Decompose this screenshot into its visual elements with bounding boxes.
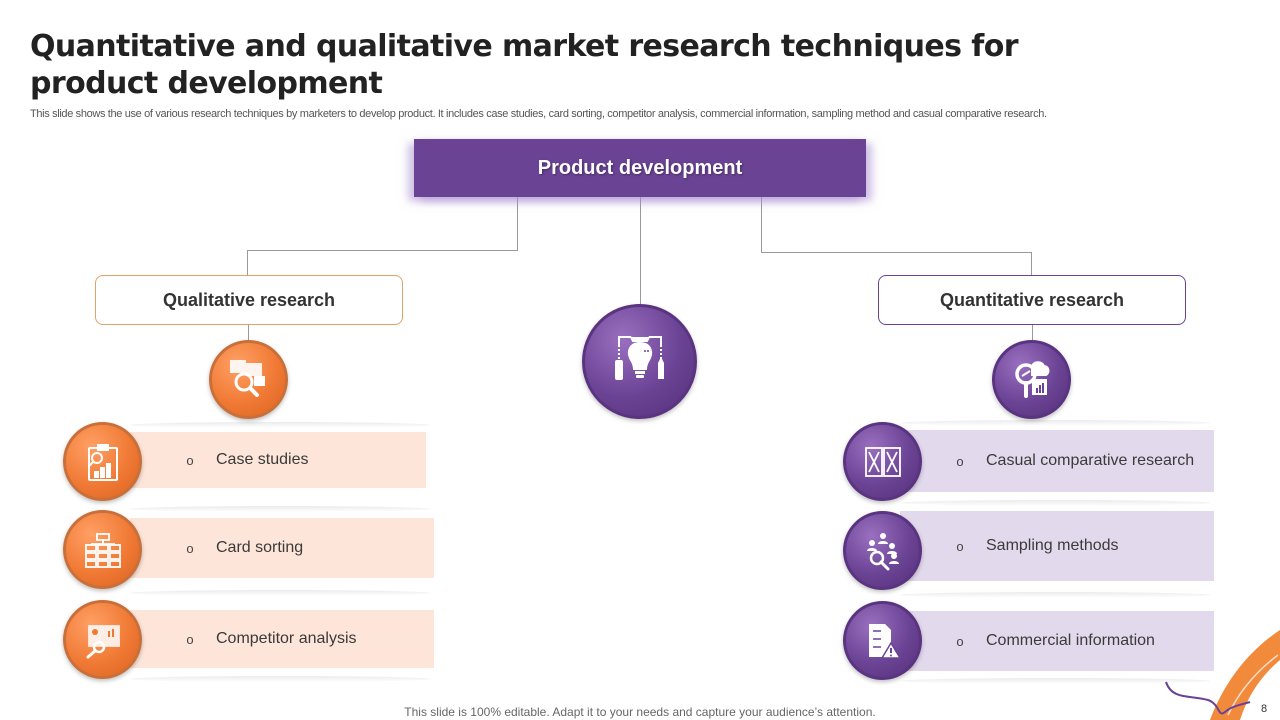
magnifier-cloud-chart-icon xyxy=(1014,360,1049,398)
quantitative-item-sampling-methods[interactable]: o Sampling methods xyxy=(900,511,1214,581)
connector-line xyxy=(640,197,641,305)
connector-line xyxy=(247,250,248,275)
case-studies-circle xyxy=(63,422,142,501)
page-number: 8 xyxy=(1261,703,1268,715)
magnifier-people-icon xyxy=(229,359,265,397)
commercial-information-circle xyxy=(843,601,922,680)
divider-shadow xyxy=(900,592,1210,598)
bullet: o xyxy=(186,452,194,468)
casual-comparative-circle xyxy=(843,422,922,501)
quantitative-research-box[interactable]: Quantitative research xyxy=(878,275,1186,325)
item-label: Case studies xyxy=(216,451,309,468)
bullet: o xyxy=(186,540,194,556)
quantitative-item-casual-comparative-research[interactable]: o Casual comparative research xyxy=(900,430,1214,492)
connector-line xyxy=(248,325,249,340)
sampling-methods-circle xyxy=(843,511,922,590)
qualitative-label: Qualitative research xyxy=(162,289,336,310)
qualitative-circle xyxy=(209,340,288,419)
footer-note: This slide is 100% editable. Adapt it to… xyxy=(404,705,876,719)
center-circle xyxy=(582,304,697,419)
slide-subtitle: This slide shows the use of various rese… xyxy=(30,108,1047,120)
product-development-box[interactable]: Product development xyxy=(414,139,866,197)
document-warning-icon xyxy=(868,623,901,659)
bullet: o xyxy=(956,453,964,469)
connector-line xyxy=(1031,252,1032,275)
divider-shadow xyxy=(900,678,1210,684)
quantitative-item-commercial-information[interactable]: o Commercial information xyxy=(900,611,1214,671)
quantitative-circle xyxy=(992,340,1071,419)
divider-shadow xyxy=(900,420,1210,426)
divider-shadow xyxy=(130,506,430,512)
qualitative-item-competitor-analysis[interactable]: o Competitor analysis xyxy=(130,610,434,668)
connector-line xyxy=(761,197,762,252)
compare-panels-icon xyxy=(864,446,901,477)
connector-line xyxy=(1032,325,1033,340)
divider-shadow xyxy=(130,676,430,682)
card-sorting-circle xyxy=(63,510,142,589)
qualitative-item-case-studies[interactable]: o Case studies xyxy=(130,432,426,488)
connector-line xyxy=(247,250,518,251)
clipboard-chart-icon xyxy=(87,443,118,481)
lightbulb-tools-icon xyxy=(614,335,664,380)
divider-shadow xyxy=(130,590,430,596)
decorative-brush-stroke xyxy=(1165,630,1280,720)
people-sample-icon xyxy=(866,532,899,570)
item-label: Commercial information xyxy=(986,632,1155,649)
quantitative-label: Quantitative research xyxy=(939,289,1125,310)
qualitative-item-card-sorting[interactable]: o Card sorting xyxy=(130,518,434,578)
qualitative-research-box[interactable]: Qualitative research xyxy=(95,275,403,325)
bullet: o xyxy=(186,631,194,647)
item-label: Sampling methods xyxy=(986,537,1119,554)
divider-shadow xyxy=(900,500,1210,506)
connector-line xyxy=(761,252,1032,253)
bullet: o xyxy=(956,538,964,554)
slide-title: Quantitative and qualitative market rese… xyxy=(30,29,1019,101)
connector-line xyxy=(517,197,518,250)
root-label: Product development xyxy=(537,156,743,179)
monitor-analysis-icon xyxy=(86,624,120,658)
item-label: Casual comparative research xyxy=(986,452,1195,469)
item-label: Card sorting xyxy=(216,539,304,556)
item-label: Competitor analysis xyxy=(216,630,357,647)
hierarchy-cards-icon xyxy=(84,532,121,568)
bullet: o xyxy=(956,633,964,649)
competitor-analysis-circle xyxy=(63,600,142,679)
divider-shadow xyxy=(130,422,430,428)
